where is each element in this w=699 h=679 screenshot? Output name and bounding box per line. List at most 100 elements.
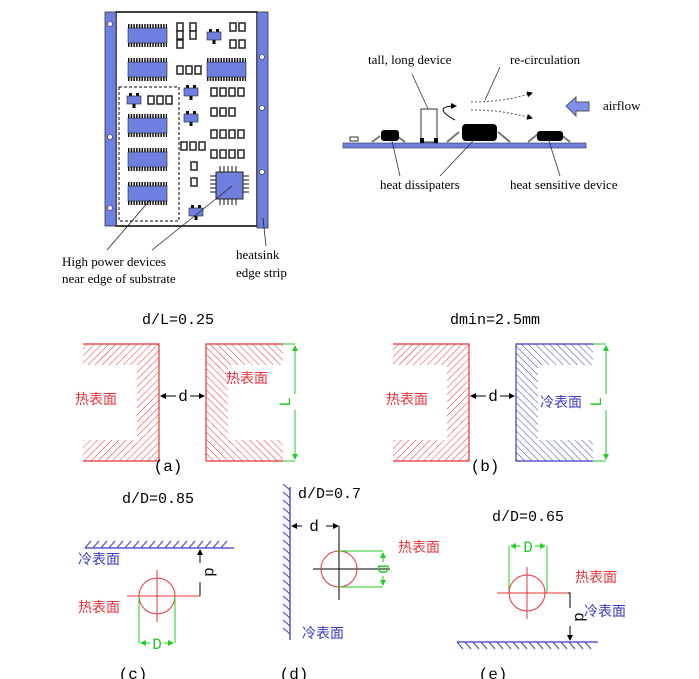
pcb-figure: High power devices near edge of substrat… — [62, 11, 287, 286]
figure-c-title: d/D=0.85 — [122, 491, 194, 508]
hatch-mark — [282, 571, 291, 579]
leader-line — [439, 140, 474, 177]
passive-component — [238, 39, 246, 49]
passive-component — [210, 149, 218, 159]
qfn-chip — [210, 166, 249, 205]
hot-surface-edge — [83, 343, 160, 462]
hatch-mark — [156, 540, 164, 549]
spacing-figure-a: d/L=0.25 热表面 热表面 d L (a) — [75, 312, 298, 476]
passive-component — [238, 22, 246, 32]
hatch-mark — [282, 515, 291, 523]
caption-a: (a) — [154, 458, 183, 476]
passive-component — [190, 177, 198, 187]
passive-component — [185, 65, 193, 75]
hatch-mark — [212, 540, 220, 549]
hatch-mark — [544, 641, 552, 650]
passive-component — [210, 129, 218, 139]
hot-surface-label: 热表面 — [78, 600, 120, 616]
d-label: d — [200, 567, 218, 577]
transistor-lead — [129, 93, 132, 96]
mounting-hole — [107, 205, 113, 211]
passive-component — [228, 87, 236, 97]
transistor-lead — [193, 111, 196, 114]
D-label: D — [523, 539, 533, 557]
ic-chip — [127, 151, 168, 168]
d-label: d — [570, 612, 588, 622]
heat-dissipater-chip — [371, 130, 406, 143]
heatsink-label-2: edge strip — [236, 265, 287, 280]
hot-surface-label-right: 热表面 — [226, 371, 268, 387]
hatch-mark — [282, 603, 291, 611]
hatch-mark — [282, 595, 291, 603]
hatch-mark — [282, 611, 291, 619]
mounting-hole — [259, 54, 265, 60]
figure-b-title: dmin=2.5mm — [450, 312, 540, 329]
D-extension — [138, 596, 176, 643]
cold-surface-hatch — [84, 540, 228, 549]
passive-component — [189, 30, 197, 40]
passive-component — [219, 87, 227, 97]
high-power-label: High power devices — [62, 254, 166, 269]
pcb-small-components — [126, 22, 246, 220]
hatch-mark — [282, 619, 291, 627]
ic-chip — [127, 117, 168, 134]
hatch-mark — [520, 641, 528, 650]
L-label: L — [588, 397, 606, 407]
transistor-lead — [189, 96, 193, 100]
transistor-lead — [132, 104, 136, 108]
passive-component — [210, 87, 218, 97]
hatch-mark — [282, 507, 291, 515]
d-label: d — [309, 518, 319, 536]
passive-component — [194, 65, 202, 75]
airflow-stream — [470, 109, 533, 120]
hot-surface-right — [206, 344, 283, 461]
hatch-mark — [172, 540, 180, 549]
transistor — [126, 95, 142, 105]
cold-surface-hatch — [282, 483, 291, 635]
ic-chip — [127, 27, 168, 44]
passive-component — [237, 149, 245, 159]
hatch-mark — [282, 483, 291, 491]
hatch-mark — [282, 539, 291, 547]
heatsink-strip-right — [256, 11, 269, 229]
transistor-lead — [212, 40, 216, 44]
passive-component — [189, 22, 197, 32]
hatch-mark — [180, 540, 188, 549]
hot-surface — [393, 344, 469, 461]
transistor-lead — [193, 85, 196, 88]
ic-chip — [127, 185, 168, 202]
mounting-hole — [107, 134, 113, 140]
leader-line — [548, 140, 561, 177]
high-power-label-2: near edge of substrate — [62, 271, 176, 286]
hatch-mark — [116, 540, 124, 549]
caption-e: (e) — [479, 666, 508, 679]
hot-surface-label: 热表面 — [575, 570, 617, 586]
airflow-arrow-icon — [565, 95, 590, 118]
passive-component — [229, 22, 237, 32]
hatch-mark — [220, 540, 228, 549]
transistor-lead — [189, 122, 193, 126]
transistor-lead — [194, 216, 198, 220]
mounting-hole — [107, 21, 113, 27]
airflow-label: airflow — [603, 98, 641, 113]
hatch-mark — [584, 641, 592, 650]
dimension-extension — [283, 343, 295, 462]
high-power-region — [118, 86, 180, 222]
tall-device-lead — [434, 138, 438, 143]
spacing-figure-e: d/D=0.65 D 热表面 d 冷表面 (e) — [456, 509, 626, 679]
D-label: D — [152, 636, 162, 654]
cold-surface-label: 冷表面 — [584, 604, 626, 620]
passive-component — [228, 129, 236, 139]
substrate-bar — [342, 142, 587, 149]
passive-component — [219, 107, 227, 117]
hatch-mark — [100, 540, 108, 549]
hot-surface-edge — [205, 343, 283, 462]
hatch-mark — [282, 587, 291, 595]
hot-surface-left — [83, 344, 159, 461]
transistor-lead — [136, 93, 139, 96]
hatch-mark — [456, 641, 464, 650]
passive-component — [156, 95, 164, 105]
passive-component — [219, 149, 227, 159]
D-label: D — [373, 564, 391, 574]
